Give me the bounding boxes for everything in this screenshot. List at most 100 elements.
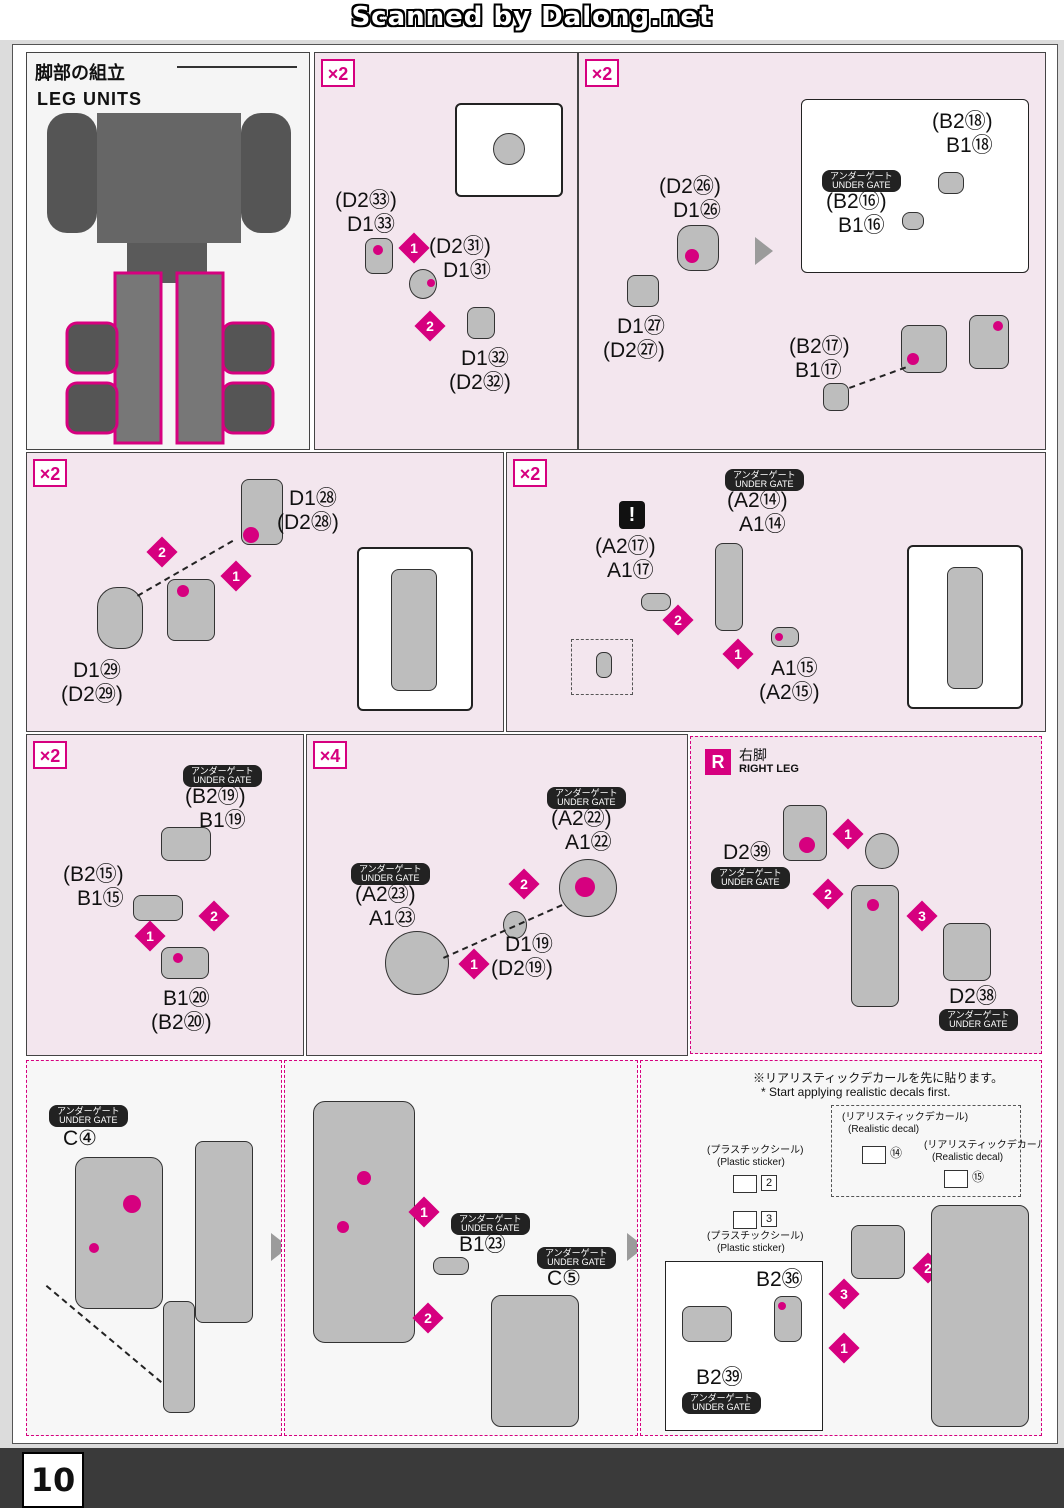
part-label: B1⑲: [199, 809, 246, 832]
part-label: D1⑲: [505, 933, 553, 956]
panel-step-d-parts-1: ×2 (D2㉝) D1㉝ 1 (D2㉛) D1㉛ 2 D1㉜ (D2㉜): [314, 52, 578, 450]
part-label: C⑤: [547, 1267, 581, 1290]
multiplier-badge: ×2: [33, 741, 67, 769]
part-joint-block: [167, 579, 215, 641]
part-label: A1⑮: [771, 657, 818, 680]
part-foot-strut: [163, 1301, 195, 1413]
part-axle: [503, 911, 527, 939]
part-base: [161, 947, 209, 979]
sticker-type-en: (Plastic sticker): [717, 1157, 785, 1168]
part-label: A1⑰: [607, 559, 654, 582]
part-label: (D2㉗): [603, 339, 665, 362]
scan-credit: Scanned by Dalong.net: [351, 2, 713, 32]
part-assembled-frame: [947, 567, 983, 689]
step-3-icon: 3: [906, 900, 938, 932]
part-small-block: [467, 307, 495, 339]
part-ball-joint: [865, 833, 899, 869]
multiplier-badge: ×4: [313, 741, 347, 769]
pink-marker: [775, 633, 783, 641]
part-label: (B2⑯): [826, 190, 887, 213]
step-2-icon: 2: [508, 868, 540, 900]
decal-sticker-icon: [862, 1146, 886, 1164]
multiplier-badge: ×2: [321, 59, 355, 87]
step-1-icon: 1: [722, 638, 754, 670]
pink-marker: [778, 1302, 786, 1310]
note-jp: ※リアリスティックデカールを先に貼ります。: [753, 1071, 1004, 1085]
part-plate: [682, 1306, 732, 1342]
panel-decal-and-final: ※リアリスティックデカールを先に貼ります。 * Start applying r…: [640, 1060, 1042, 1436]
step-2-icon: 2: [198, 900, 230, 932]
step-1-icon: 1: [458, 948, 490, 980]
panel-step-d-parts-2: ×2 D1㉘ (D2㉘) 2 1 D1㉙ (D2㉙): [26, 452, 504, 732]
caution-icon: !: [619, 501, 645, 529]
note-en: * Start applying realistic decals first.: [761, 1085, 951, 1099]
part-label: (D2㉖): [659, 175, 721, 198]
step-2-icon: 2: [812, 878, 844, 910]
part-frame: [715, 543, 743, 631]
part-label: (D2㉙): [61, 683, 123, 706]
part-label: (B2⑮): [63, 863, 124, 886]
section-title-en: LEG UNITS: [37, 89, 143, 109]
part-armor-plate: [943, 923, 991, 981]
footer-bar: [0, 1448, 1064, 1508]
part-label: B1⑱: [946, 134, 993, 157]
part-label: (B2⑰): [789, 335, 850, 358]
decal-type-en: (Realistic decal): [848, 1124, 920, 1135]
panel-title-jp: 右脚: [739, 747, 767, 763]
plastic-sticker-icon: [733, 1211, 757, 1229]
part-peg: [596, 652, 612, 678]
step-1-icon: 1: [832, 818, 864, 850]
part-label: D1㉛: [443, 259, 491, 282]
assembly-guide-line: [849, 366, 907, 389]
multiplier-badge: ×2: [33, 459, 67, 487]
pink-marker: [685, 249, 699, 263]
part-label: (D2㉘): [277, 511, 339, 534]
sticker-number: 2: [761, 1175, 777, 1191]
part-knee-assembly: [901, 325, 947, 373]
part-small-piece: [902, 212, 924, 230]
detail-inset: [455, 103, 563, 197]
part-small-piece: [641, 593, 671, 611]
decal-type-en: (Realistic decal): [932, 1152, 1004, 1163]
pink-marker: [173, 953, 183, 963]
step-2-icon: 2: [414, 310, 446, 342]
pink-marker: [243, 527, 259, 543]
pink-marker: [337, 1221, 349, 1233]
part-label: A1⑭: [739, 513, 786, 536]
section-title-jp: 脚部の組立: [35, 63, 125, 83]
pink-marker: [357, 1171, 371, 1185]
pink-marker: [799, 837, 815, 853]
detail-inset: [357, 547, 473, 711]
part-leg-assembly: [931, 1205, 1029, 1427]
plastic-sticker-icon: [733, 1175, 757, 1193]
part-tray: [133, 895, 183, 921]
pink-marker: [89, 1243, 99, 1253]
step-1-icon: 1: [220, 560, 252, 592]
detail-box: [571, 639, 633, 695]
part-hip-block: [365, 238, 393, 274]
part-knee-armor: [851, 1225, 905, 1279]
decal-type-jp: (リアリスティックデカール): [842, 1112, 969, 1123]
step-1-icon: 1: [398, 232, 430, 264]
part-label: (B2⑳): [151, 1011, 212, 1034]
part-housing: [969, 315, 1009, 369]
detail-inset: [907, 545, 1023, 709]
part-label: D1㉝: [347, 213, 395, 236]
part-leg-frame: [195, 1141, 253, 1323]
part-label: D2㊴: [723, 841, 771, 864]
part-label: B1⑯: [838, 214, 885, 237]
decal-type-jp: (リアリスティックデカール): [924, 1140, 1042, 1151]
pink-marker: [177, 585, 189, 597]
